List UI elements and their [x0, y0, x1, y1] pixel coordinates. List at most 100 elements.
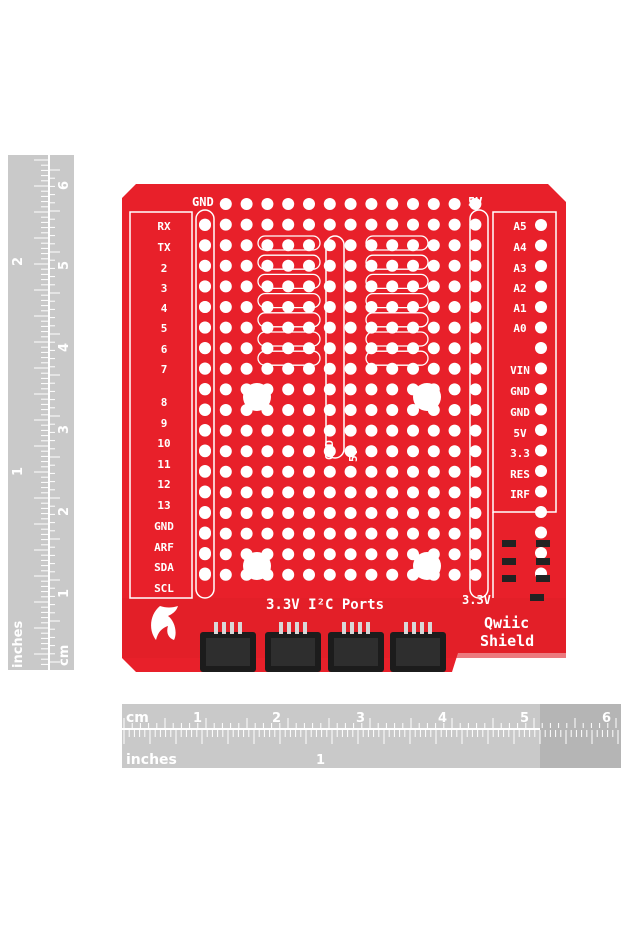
- ruler-cm-4: 4: [57, 343, 72, 352]
- header-hole-left: [199, 280, 211, 293]
- proto-hole: [261, 424, 274, 437]
- proto-hole: [261, 507, 274, 519]
- proto-hole: [427, 321, 440, 334]
- ruler-inch-2: 2: [11, 257, 26, 266]
- proto-hole: [303, 548, 315, 561]
- proto-hole: [407, 548, 419, 561]
- proto-hole: [386, 321, 399, 334]
- header-hole-right: [535, 260, 547, 272]
- proto-hole: [386, 568, 399, 581]
- proto-hole: [219, 259, 232, 272]
- ruler-cm-3: 3: [57, 425, 72, 434]
- proto-hole: [261, 280, 274, 293]
- left-pin-label: 10: [157, 437, 170, 450]
- header-hole-left: [199, 567, 211, 580]
- proto-hole: [323, 342, 336, 355]
- proto-hole: [344, 259, 357, 272]
- resistor-5: [502, 575, 516, 582]
- proto-hole: [386, 280, 399, 293]
- proto-hole: [303, 424, 315, 437]
- header-hole-left: [199, 465, 211, 477]
- header-hole-right: [535, 301, 547, 313]
- left-pin-label: 12: [157, 478, 170, 491]
- header-hole-left: [199, 547, 211, 559]
- proto-hole: [282, 568, 295, 581]
- proto-hole: [469, 527, 482, 540]
- bottom-3v3-label: 3.3V: [462, 593, 491, 607]
- proto-hole: [261, 465, 274, 478]
- proto-hole: [219, 301, 232, 313]
- header-hole-left: [199, 383, 211, 395]
- proto-hole: [240, 218, 253, 231]
- left-pin-label: 6: [161, 343, 168, 356]
- proto-hole: [386, 507, 399, 519]
- proto-hole: [261, 486, 274, 499]
- proto-hole: [303, 301, 315, 313]
- proto-hole: [448, 218, 461, 231]
- proto-hole: [469, 568, 482, 581]
- ruler-h-inches-label: inches: [126, 752, 177, 768]
- left-label-box: [129, 211, 193, 599]
- proto-hole: [407, 301, 419, 313]
- proto-holes: [199, 198, 547, 581]
- proto-hole: [261, 342, 274, 355]
- smd-components: [502, 540, 550, 601]
- ruler-h-cm-label: cm: [126, 710, 149, 726]
- proto-hole: [219, 424, 232, 437]
- proto-hole: [219, 218, 232, 231]
- header-hole-right: [535, 465, 547, 477]
- proto-hole: [365, 404, 378, 416]
- right-pin-label: A3: [513, 262, 526, 275]
- ruler-h-cm-4: 4: [438, 711, 447, 726]
- horizontal-ruler: cm inches 1 2 3 4 5 6 1: [122, 704, 621, 768]
- proto-hole: [448, 383, 461, 396]
- right-rail-outline: [469, 209, 489, 599]
- left-pin-label: 2: [161, 262, 168, 275]
- qwiic-connector: [200, 622, 256, 672]
- proto-hole: [386, 445, 399, 458]
- proto-hole: [407, 404, 419, 416]
- proto-hole: [344, 507, 357, 519]
- header-hole-right: [535, 383, 547, 395]
- proto-hole: [365, 486, 378, 499]
- proto-hole: [386, 259, 399, 272]
- resistor-6: [536, 575, 550, 582]
- ruler-h-cm-6: 6: [602, 711, 611, 726]
- proto-hole: [240, 198, 253, 210]
- proto-hole: [303, 527, 315, 540]
- right-pin-label: 3.3: [510, 447, 530, 460]
- right-pin-label: IRF: [510, 488, 530, 501]
- proto-hole: [427, 486, 440, 499]
- proto-hole: [365, 465, 378, 478]
- proto-hole: [219, 445, 232, 458]
- proto-hole: [407, 424, 419, 437]
- proto-hole: [303, 383, 315, 396]
- proto-hole: [407, 527, 419, 540]
- proto-hole: [261, 259, 274, 272]
- proto-hole: [427, 239, 440, 252]
- proto-hole: [240, 280, 253, 293]
- proto-hole: [448, 342, 461, 355]
- header-hole-right: [535, 362, 547, 375]
- ruler-h-cm-5: 5: [520, 711, 529, 726]
- ruler-cm-strip: [50, 155, 74, 670]
- proto-hole: [219, 404, 232, 416]
- proto-hole: [261, 445, 274, 458]
- proto-hole: [386, 301, 399, 313]
- proto-hole: [427, 342, 440, 355]
- header-hole-left: [199, 239, 211, 252]
- proto-hole: [240, 301, 253, 313]
- proto-hole: [282, 465, 295, 478]
- left-pin-label: 11: [157, 458, 171, 471]
- header-hole-left: [199, 301, 211, 313]
- proto-hole: [469, 301, 482, 313]
- proto-hole: [365, 321, 378, 334]
- proto-hole: [344, 527, 357, 540]
- proto-hole: [323, 362, 336, 375]
- proto-hole: [323, 301, 336, 313]
- left-pin-label: RX: [157, 220, 171, 233]
- proto-hole: [469, 280, 482, 293]
- header-hole-right: [535, 219, 547, 231]
- proto-hole: [448, 445, 461, 458]
- proto-hole: [261, 321, 274, 334]
